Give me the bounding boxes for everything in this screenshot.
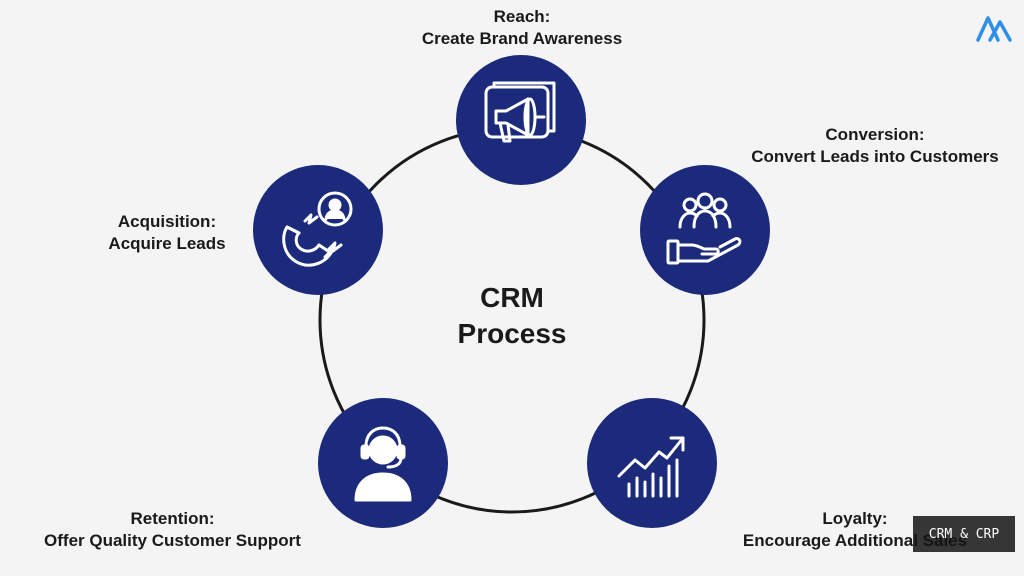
magnet-lead-icon [282, 191, 353, 267]
reach-label: Reach: Create Brand Awareness [392, 6, 652, 50]
reach-title: Reach: [493, 7, 551, 26]
acquisition-title: Acquisition: [117, 212, 217, 231]
megaphone-icon [484, 81, 556, 143]
brand-logo-icon [976, 16, 1012, 42]
acquisition-subtitle: Acquire Leads [108, 234, 226, 253]
center-title-line-1: CRM [480, 282, 544, 313]
growth-chart-icon [617, 436, 685, 498]
headset-support-icon [354, 426, 412, 502]
retention-label: Retention: Offer Quality Customer Suppor… [25, 508, 320, 552]
conversion-label: Conversion: Convert Leads into Customers [735, 124, 1015, 168]
conversion-subtitle: Convert Leads into Customers [751, 147, 999, 166]
loyalty-subtitle: Encourage Additional Sales [742, 531, 968, 550]
acquisition-label: Acquisition: Acquire Leads [92, 211, 242, 255]
retention-title: Retention: [130, 509, 215, 528]
watermark-badge: CRM & CRP [913, 516, 1015, 552]
conversion-title: Conversion: [825, 125, 925, 144]
customers-in-hand-icon [666, 192, 742, 265]
center-title: CRM Process [412, 280, 612, 352]
conversion-node [640, 165, 770, 295]
loyalty-node [587, 398, 717, 528]
reach-node [456, 55, 586, 185]
center-title-line-2: Process [457, 318, 567, 349]
retention-subtitle: Offer Quality Customer Support [44, 531, 301, 550]
loyalty-label: Loyalty: Encourage Additional Sales [720, 508, 990, 552]
watermark-text: CRM & CRP [928, 526, 1000, 542]
reach-subtitle: Create Brand Awareness [421, 29, 623, 48]
retention-node [318, 398, 448, 528]
loyalty-title: Loyalty: [822, 509, 888, 528]
acquisition-node [253, 165, 383, 295]
